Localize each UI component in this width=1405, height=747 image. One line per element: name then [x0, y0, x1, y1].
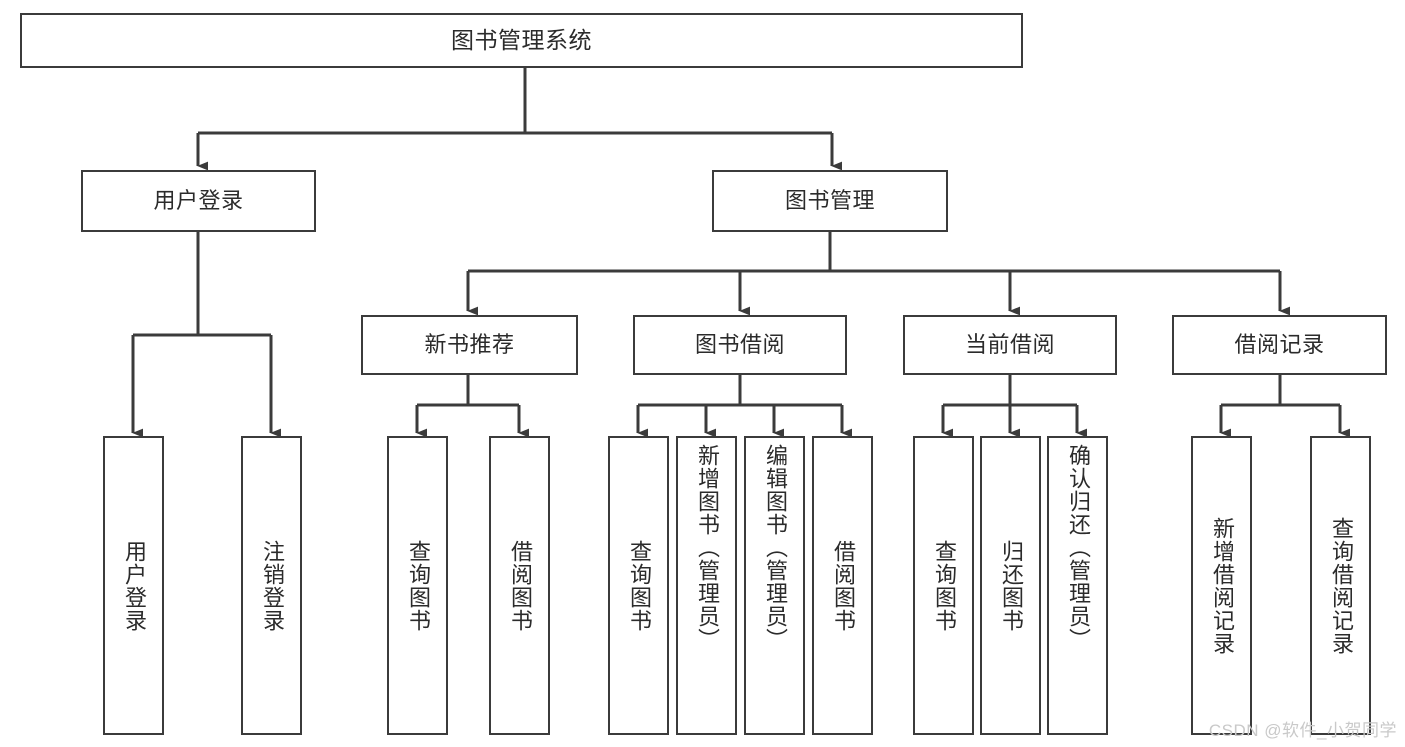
- node-label: 查询图书: [931, 539, 957, 632]
- node-leaf-add-book-admin[interactable]: 新增图书（管理员）: [676, 436, 737, 735]
- node-label: 借阅图书: [830, 539, 856, 632]
- node-label: 确认归还（管理员）: [1065, 444, 1091, 651]
- node-label: 用户登录: [153, 188, 244, 214]
- node-leaf-user-login[interactable]: 用户登录: [103, 436, 164, 735]
- node-user-login[interactable]: 用户登录: [81, 170, 316, 232]
- node-leaf-edit-book-admin[interactable]: 编辑图书（管理员）: [744, 436, 805, 735]
- node-leaf-user-logout[interactable]: 注销登录: [241, 436, 302, 735]
- node-label: 借阅记录: [1234, 332, 1325, 358]
- node-label: 新书推荐: [424, 332, 515, 358]
- node-leaf-query-book-current[interactable]: 查询图书: [913, 436, 974, 735]
- node-leaf-query-book-borrowing[interactable]: 查询图书: [608, 436, 669, 735]
- node-label: 查询借阅记录: [1328, 516, 1354, 655]
- node-leaf-borrow-book-borrowing[interactable]: 借阅图书: [812, 436, 873, 735]
- node-label: 图书管理系统: [451, 27, 592, 54]
- node-label: 图书借阅: [694, 332, 785, 358]
- node-leaf-query-borrow-record[interactable]: 查询借阅记录: [1310, 436, 1371, 735]
- node-current-borrowing[interactable]: 当前借阅: [903, 315, 1117, 375]
- node-root-book-management-system[interactable]: 图书管理系统: [20, 13, 1023, 68]
- node-leaf-confirm-return-admin[interactable]: 确认归还（管理员）: [1047, 436, 1108, 735]
- node-label: 用户登录: [121, 539, 147, 632]
- node-label: 查询图书: [405, 539, 431, 632]
- node-label: 归还图书: [998, 539, 1024, 632]
- node-leaf-borrow-book-recommendation[interactable]: 借阅图书: [489, 436, 550, 735]
- node-label: 新增图书（管理员）: [694, 444, 720, 651]
- node-label: 查询图书: [626, 539, 652, 632]
- node-borrowing-records[interactable]: 借阅记录: [1172, 315, 1387, 375]
- node-leaf-add-borrow-record[interactable]: 新增借阅记录: [1191, 436, 1252, 735]
- node-label: 借阅图书: [507, 539, 533, 632]
- node-leaf-return-book[interactable]: 归还图书: [980, 436, 1041, 735]
- node-leaf-query-book-recommendation[interactable]: 查询图书: [387, 436, 448, 735]
- node-label: 新增借阅记录: [1209, 516, 1235, 655]
- node-label: 当前借阅: [964, 332, 1055, 358]
- node-label: 图书管理: [784, 188, 875, 214]
- node-label: 注销登录: [259, 539, 285, 632]
- node-label: 编辑图书（管理员）: [762, 444, 788, 651]
- node-book-management[interactable]: 图书管理: [712, 170, 948, 232]
- node-book-borrowing[interactable]: 图书借阅: [633, 315, 847, 375]
- node-new-book-recommendation[interactable]: 新书推荐: [361, 315, 578, 375]
